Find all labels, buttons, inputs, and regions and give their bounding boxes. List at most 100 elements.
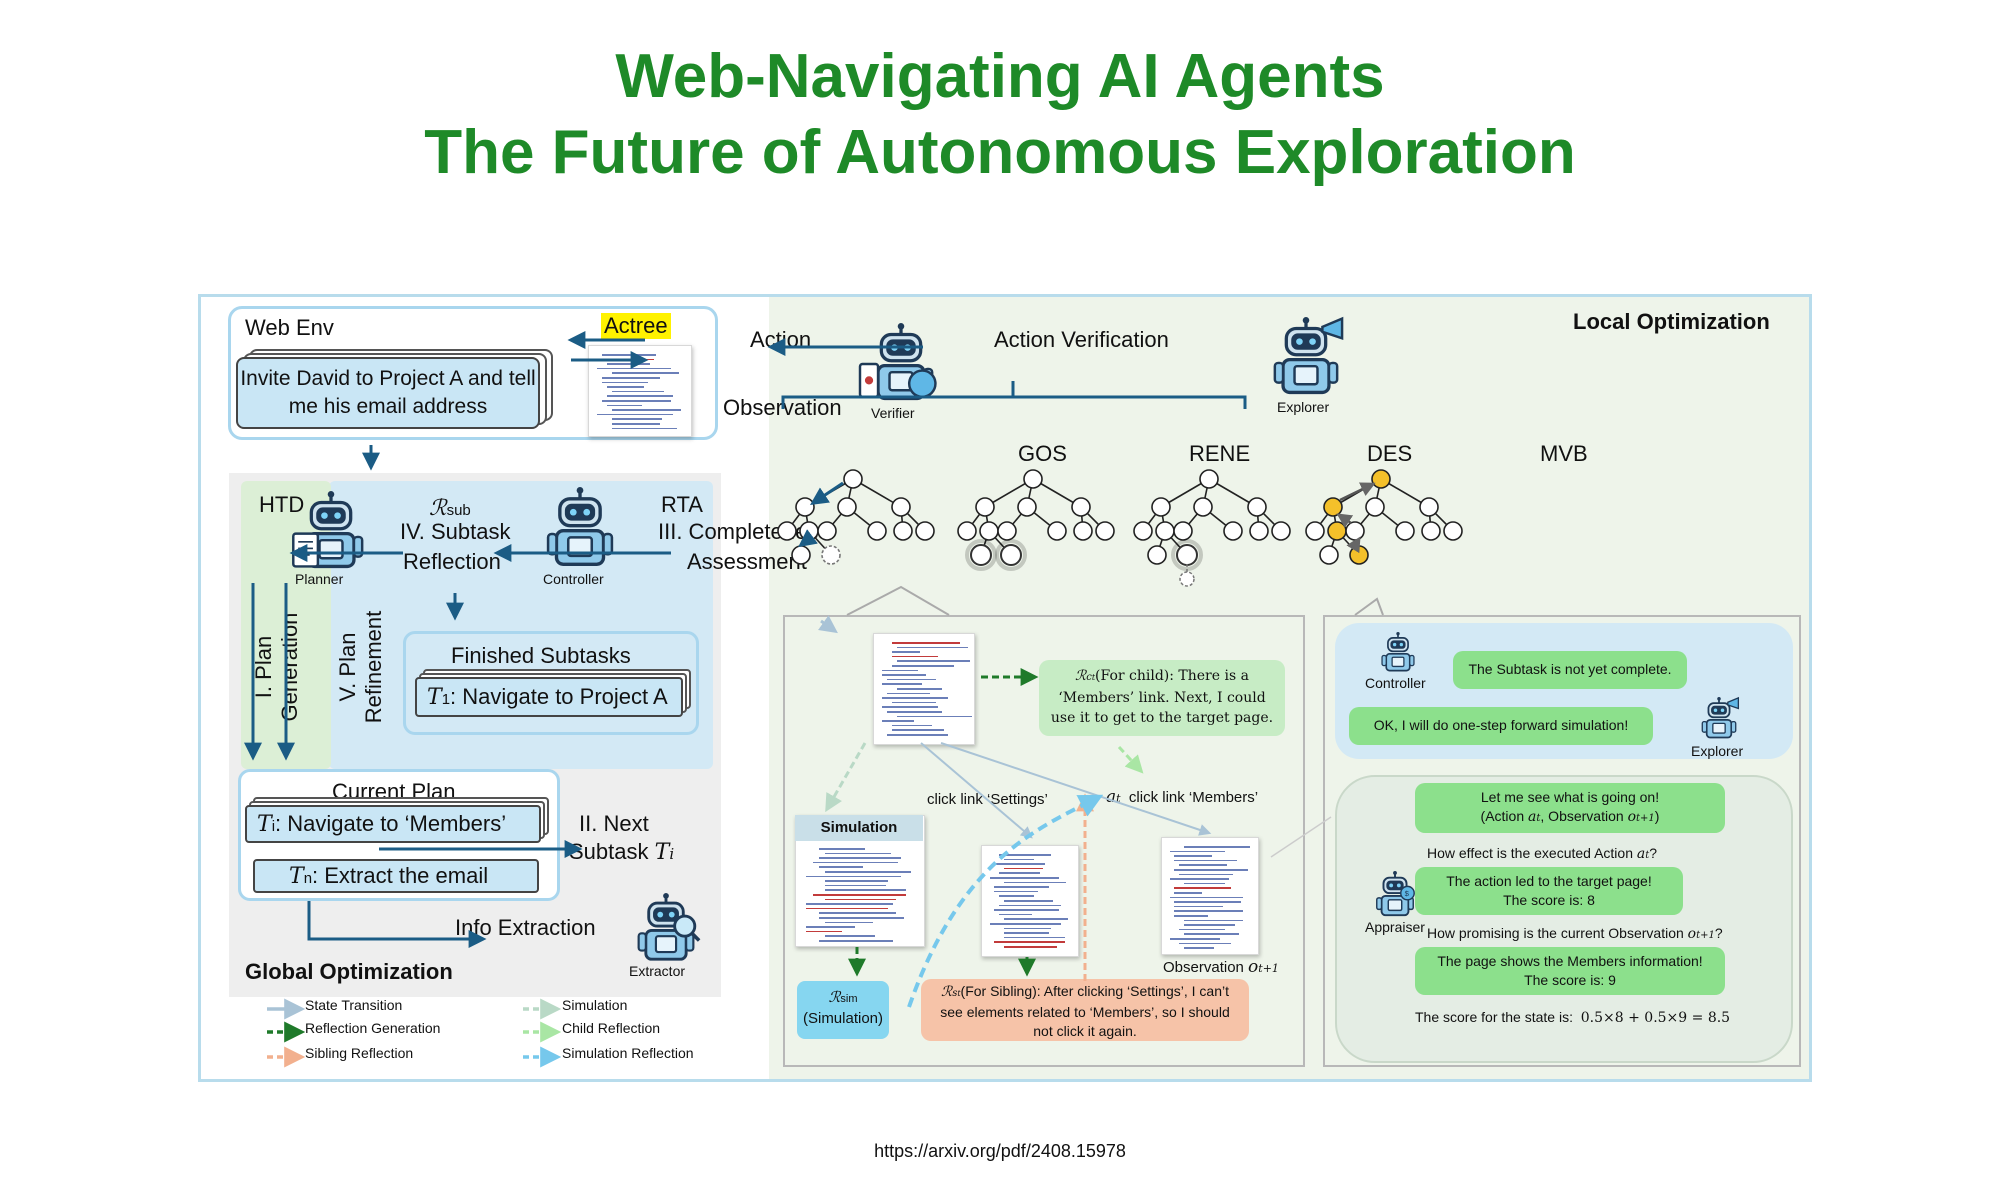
tree-node [791,545,811,565]
code-line [1004,900,1054,902]
code-line [1004,881,1067,884]
score-text: The score for the state is: 0.5×8 + 0.5×… [1415,1009,1731,1026]
tree-label-mvb: MVB [1540,441,1588,466]
code-line [1179,942,1232,945]
tree-node [1151,497,1171,517]
code-line [887,711,942,713]
code-line [882,683,922,685]
msg-controller: The Subtask is not yet complete. [1453,651,1687,689]
mvb-path-arrow [1339,482,1376,502]
code-line [825,889,907,891]
settings-transition-arrow [920,742,1033,839]
rta-label: RTA [661,492,703,517]
code-line [1169,896,1243,899]
code-line [994,941,1065,943]
htd-label: HTD [259,492,305,517]
code-line [1174,887,1232,889]
title-line-1: Web-Navigating AI Agents [615,42,1385,111]
tree-rene [957,469,1115,571]
tree-node [1133,521,1153,541]
tree-node [975,497,995,517]
code-line [1004,932,1050,934]
code-line [1179,928,1226,931]
tree-node [979,521,999,541]
code-line [806,926,855,928]
code-line [819,848,866,850]
q-promise: How promising is the current Observation… [1427,925,1723,942]
controller-robot-icon [535,487,625,571]
tree-node [821,545,841,565]
tree-node [837,497,857,517]
extractor-label: Extractor [629,963,686,979]
tree-node [1395,521,1415,541]
msg-see: Let me see what is going on! (Action at,… [1415,783,1725,833]
code-line [812,894,907,896]
code-line [825,935,876,937]
r-sim-box: ℛsim (Simulation) [797,981,889,1039]
tree-node [997,521,1017,541]
code-line [892,729,944,731]
tree-node [795,497,815,517]
tree-node [970,544,992,566]
tree-node [1371,469,1391,489]
code-line [612,423,661,425]
code-line [887,734,948,736]
code-line [806,875,901,878]
tree-mvb [1305,469,1463,565]
source-url: https://arxiv.org/pdf/2408.15978 [874,1141,1126,1161]
code-line [892,651,920,653]
des-explorer-robot-icon [1697,696,1741,741]
tree-node [1319,545,1339,565]
code-line [1179,864,1228,866]
legend-label-reflection-generation: Reflection Generation [305,1020,441,1036]
tree-node-glow [965,539,997,571]
gos-path-arrow [810,481,844,505]
tree-gos [777,469,935,565]
code-line [1174,869,1249,871]
code-line [1174,859,1237,862]
simulation-arrow [825,742,867,813]
code-line [887,678,936,681]
code-line [612,427,677,430]
code-line [1184,882,1226,885]
code-line [825,852,891,855]
child-reflection-down-arrow [1117,745,1144,774]
global-optimization-label: Global Optimization [245,959,453,984]
code-line [1174,901,1241,903]
code-line [882,669,918,672]
tree-label-rene: RENE [1189,441,1251,466]
tree-node [1071,497,1091,517]
ans-promise: The page shows the Members information! … [1415,947,1725,995]
info-extraction-arrow [307,901,487,948]
tree-node-dashed [1179,571,1195,587]
web-env-label: Web Env [245,315,334,340]
ti-card: Ti: Navigate to ‘Members’ [245,805,541,843]
code-line [819,857,901,859]
legend-label-sibling-reflection: Sibling Reflection [305,1045,414,1061]
tree-node [1443,521,1463,541]
next-subtask-line-1: II. Next [579,811,649,836]
tree-node [867,521,887,541]
code-line [999,904,1061,907]
mvb-path-arrow [1336,513,1354,528]
tree-node [1193,497,1213,517]
code-line [612,390,665,393]
code-line [812,861,899,864]
code-line [892,701,936,704]
code-line [994,890,1038,893]
code-line [999,854,1052,856]
diagram-arrows-and-trees [244,331,1463,1068]
legend-label-simulation: Simulation [562,997,628,1013]
code-line [1174,910,1243,912]
code-line [819,917,904,919]
tree-node [1421,521,1441,541]
code-line [1184,924,1235,926]
gos-path-arrow [798,529,818,548]
code-line [819,866,863,868]
code-line [897,660,970,662]
code-line [882,720,914,722]
des-link-line [1270,816,1332,858]
planner-label: Planner [295,571,344,587]
code-line [607,395,673,397]
code-line [897,715,972,718]
